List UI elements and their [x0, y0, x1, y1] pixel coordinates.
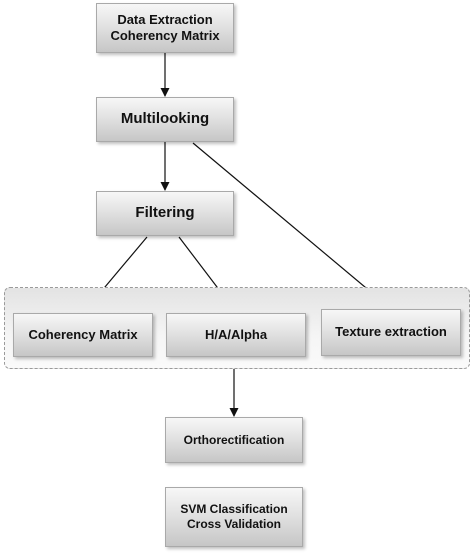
texture-extraction-box: Texture extraction	[321, 309, 461, 356]
svm-line1: SVM Classification	[180, 502, 288, 516]
data-extraction-line1: Data Extraction	[117, 11, 213, 27]
svm-line2: Cross Validation	[186, 517, 282, 531]
filtering-box: Filtering	[96, 191, 234, 236]
orthorectification-label: Orthorectification	[183, 432, 285, 447]
filtering-label: Filtering	[135, 204, 195, 222]
data-extraction-line2: Coherency Matrix	[110, 28, 220, 43]
multilooking-box: Multilooking	[96, 97, 234, 142]
svm-classification-box: SVM Classification Cross Validation	[165, 487, 303, 547]
arrow-multilooking-to-texture-extraction	[192, 142, 391, 309]
coherency-matrix-label: Coherency Matrix	[28, 326, 138, 342]
orthorectification-box: Orthorectification	[165, 417, 303, 463]
h-a-alpha-box: H/A/Alpha	[166, 313, 306, 357]
coherency-matrix-box: Coherency Matrix	[13, 313, 153, 357]
multilooking-label: Multilooking	[120, 110, 210, 128]
h-a-alpha-label: H/A/Alpha	[204, 326, 268, 342]
data-extraction-box: Data Extraction Coherency Matrix	[96, 3, 234, 53]
texture-extraction-label: Texture extraction	[335, 324, 447, 340]
